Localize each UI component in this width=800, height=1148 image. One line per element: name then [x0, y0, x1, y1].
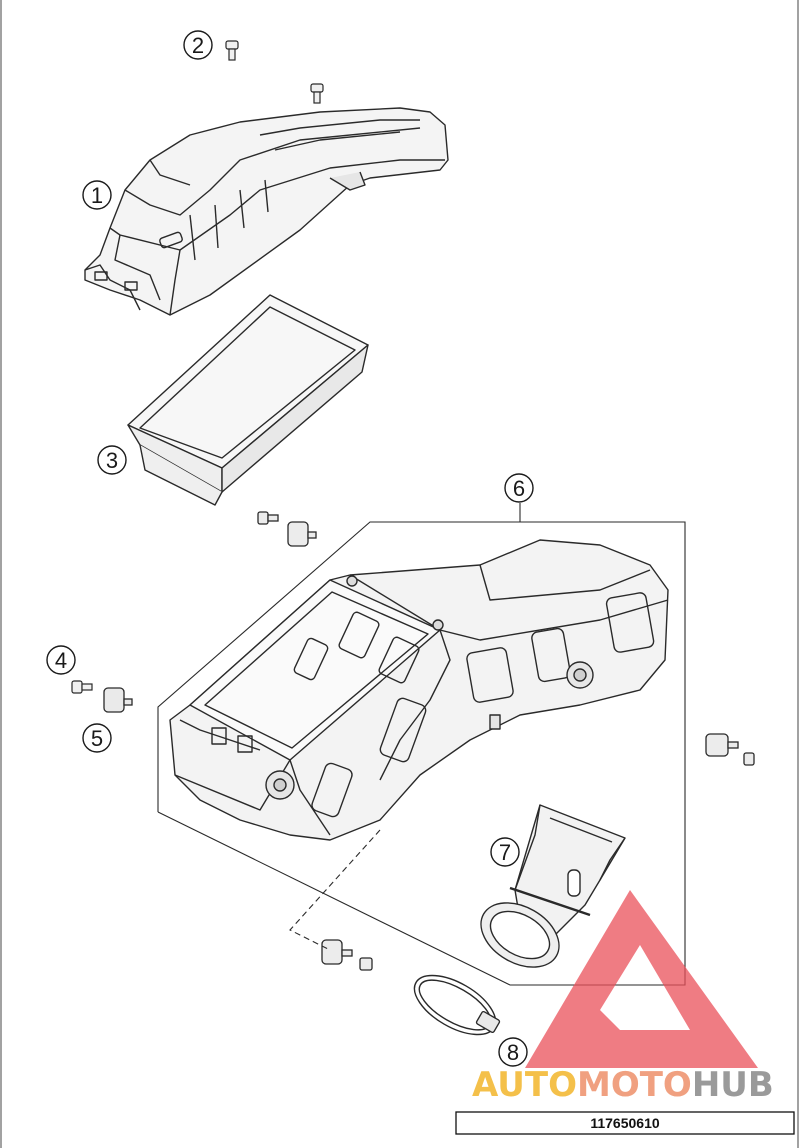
screw-part-4 — [71, 680, 93, 694]
svg-text:7: 7 — [499, 840, 511, 865]
callout-3: 3 — [97, 445, 127, 475]
screw-part-top — [310, 83, 324, 104]
svg-text:2: 2 — [192, 33, 204, 58]
svg-text:3: 3 — [106, 448, 118, 473]
brand-part-auto: AUTO — [472, 1065, 577, 1105]
callout-5: 5 — [82, 723, 112, 753]
brand-part-moto: MOTO — [577, 1065, 692, 1105]
callout-1: 1 — [82, 180, 112, 210]
hose-clamp-part — [413, 974, 501, 1036]
svg-text:1: 1 — [91, 183, 103, 208]
brand-part-hub: HUB — [692, 1065, 774, 1105]
callout-7: 7 — [490, 837, 520, 867]
callout-8: 8 — [498, 1037, 528, 1067]
svg-text:5: 5 — [91, 726, 103, 751]
air-filter-part — [127, 294, 369, 506]
brand-watermark: AUTOMOTOHUB — [472, 1065, 774, 1105]
svg-text:4: 4 — [55, 648, 67, 673]
intake-boot-part — [480, 804, 626, 968]
screw-bushing-bottom — [321, 939, 373, 971]
airbox-cover-part — [84, 107, 449, 316]
screw-bushing-upper — [257, 511, 317, 547]
part-number: 117650610 — [590, 1115, 660, 1131]
svg-text:AUTOMOTOHUB: AUTOMOTOHUB — [472, 1065, 774, 1105]
alignment-dashed-line — [289, 829, 381, 951]
svg-text:8: 8 — [507, 1040, 519, 1065]
rubber-bushing-part-5 — [103, 687, 133, 713]
screw-bushing-right — [705, 733, 755, 766]
callout-6: 6 — [504, 473, 534, 503]
airbox-housing-part — [169, 539, 669, 841]
screw-part-2 — [225, 40, 239, 61]
warning-triangle-logo-icon — [525, 890, 758, 1068]
callout-4: 4 — [46, 645, 76, 675]
svg-text:6: 6 — [513, 476, 525, 501]
part-number-box: 117650610 — [455, 1111, 795, 1135]
callout-2: 2 — [183, 30, 213, 60]
